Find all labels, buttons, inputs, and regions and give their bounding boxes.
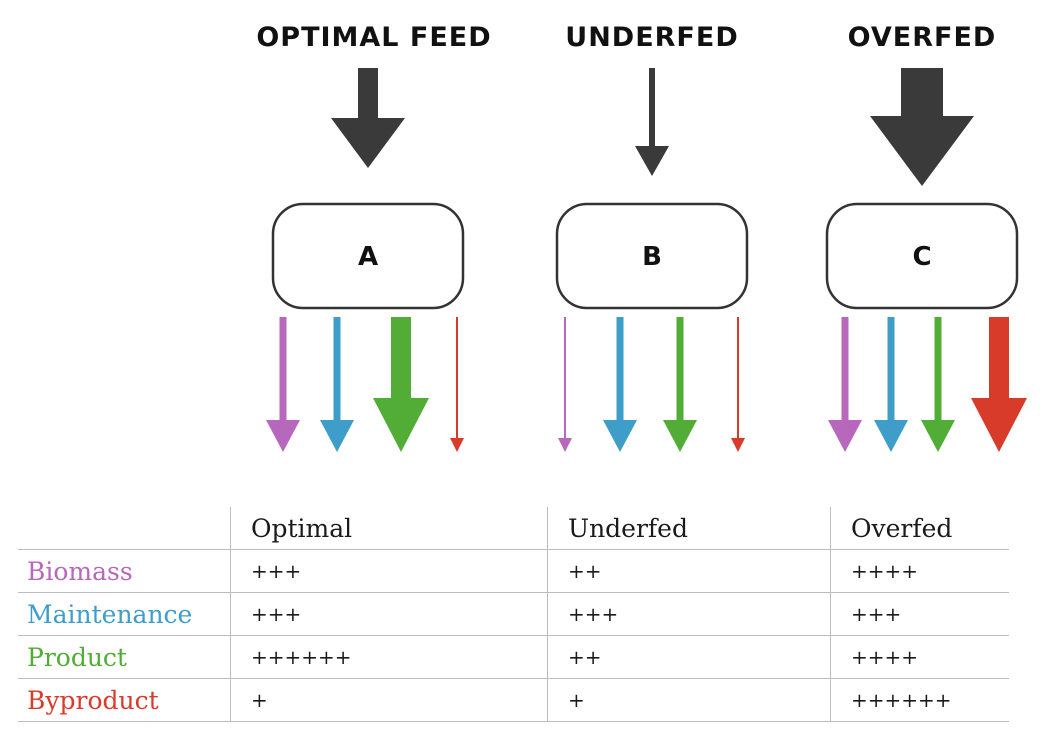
feed-arrow-underfed <box>635 68 669 176</box>
row-label-product: Product <box>18 635 231 679</box>
cell-biomass-underfed: ++ <box>547 549 831 593</box>
output-arrow-biomass-underfed <box>558 317 572 452</box>
feed-title-underfed: UNDERFED <box>565 22 738 53</box>
feeding-diagram: OPTIMAL FEED A UNDERFED B OVERFED C <box>256 22 1027 452</box>
output-arrow-byproduct-overfed <box>971 317 1027 452</box>
output-arrow-maintenance-underfed <box>603 317 637 452</box>
feed-arrow-overfed <box>870 68 974 186</box>
output-arrow-biomass-optimal <box>266 317 300 452</box>
table-corner-cell <box>18 507 231 550</box>
table-row: Product ++++++ ++ ++++ <box>18 635 1009 679</box>
cell-byproduct-optimal: + <box>230 678 548 722</box>
output-arrow-product-optimal <box>373 317 429 452</box>
cell-biomass-overfed: ++++ <box>830 549 1009 593</box>
table-row: Maintenance +++ +++ +++ <box>18 592 1009 636</box>
table-header-row: Optimal Underfed Overfed <box>18 507 1009 550</box>
row-label-maintenance: Maintenance <box>18 592 231 636</box>
cell-maintenance-underfed: +++ <box>547 592 831 636</box>
cell-product-optimal: ++++++ <box>230 635 548 679</box>
output-arrow-byproduct-optimal <box>450 317 464 452</box>
process-box-label-a: A <box>358 242 378 272</box>
feed-title-optimal: OPTIMAL FEED <box>256 22 491 53</box>
output-arrow-maintenance-overfed <box>874 317 908 452</box>
feed-column-overfed: OVERFED C <box>825 22 1027 452</box>
feed-arrow-optimal <box>331 68 405 168</box>
process-box-c <box>825 202 1019 310</box>
column-header-optimal: Optimal <box>230 507 548 550</box>
process-box-b <box>555 202 749 310</box>
column-header-underfed: Underfed <box>547 507 831 550</box>
process-box-a <box>271 202 465 310</box>
cell-byproduct-underfed: + <box>547 678 831 722</box>
process-box-label-b: B <box>642 242 662 272</box>
output-arrow-biomass-overfed <box>828 317 862 452</box>
process-box-label-c: C <box>912 242 931 272</box>
feed-title-overfed: OVERFED <box>848 22 997 53</box>
output-arrow-product-overfed <box>921 317 955 452</box>
table-row: Byproduct + + ++++++ <box>18 678 1009 722</box>
output-arrow-maintenance-optimal <box>320 317 354 452</box>
cell-maintenance-overfed: +++ <box>830 592 1009 636</box>
cell-biomass-optimal: +++ <box>230 549 548 593</box>
feed-column-underfed: UNDERFED B <box>555 22 749 452</box>
output-arrow-product-underfed <box>663 317 697 452</box>
output-arrow-byproduct-underfed <box>731 317 745 452</box>
cell-product-overfed: ++++ <box>830 635 1009 679</box>
cell-byproduct-overfed: ++++++ <box>830 678 1009 722</box>
cell-product-underfed: ++ <box>547 635 831 679</box>
table-row: Biomass +++ ++ ++++ <box>18 549 1009 593</box>
row-label-byproduct: Byproduct <box>18 678 231 722</box>
feed-column-optimal: OPTIMAL FEED A <box>256 22 491 452</box>
feeding-comparison-table: Optimal Underfed Overfed Biomass +++ ++ … <box>18 507 1009 722</box>
column-header-overfed: Overfed <box>830 507 1009 550</box>
cell-maintenance-optimal: +++ <box>230 592 548 636</box>
row-label-biomass: Biomass <box>18 549 231 593</box>
